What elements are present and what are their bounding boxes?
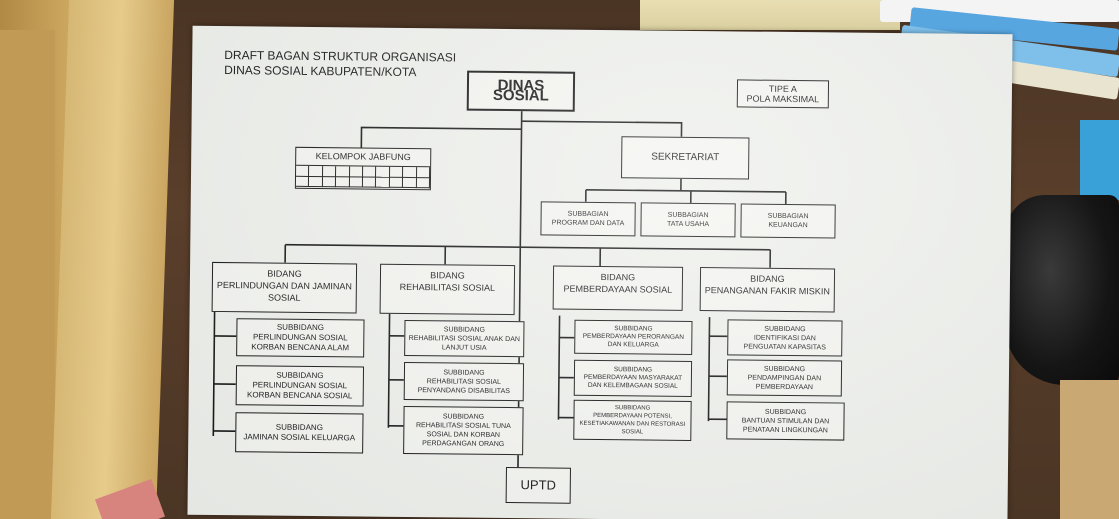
subbidang-bantuan-l3: PENATAAN LINGKUNGAN: [742, 426, 828, 434]
subbidang-disabilitas-l1: SUBBIDANG: [443, 368, 485, 377]
subbidang-pendampingan-box: SUBBIDANG PENDAMPINGAN DAN PEMBERDAYAAN: [726, 359, 843, 397]
subbidang-pendampingan-l3: PEMBERDAYAAN: [755, 383, 814, 391]
jabfung-label: KELOMPOK JABFUNG: [296, 147, 431, 168]
bidang-fakir-miskin-box: BIDANG PENANGANAN FAKIR MISKIN: [699, 267, 836, 313]
uptd-box: UPTD: [505, 467, 571, 504]
subbidang-bencana-sosial-box: SUBBIDANG PERLINDUNGAN SOSIAL KORBAN BEN…: [235, 365, 365, 407]
jabfung-box: KELOMPOK JABFUNG: [294, 146, 432, 191]
bidang-pemberdayaan-l2: PEMBERDAYAAN SOSIAL: [563, 283, 673, 295]
paper-stack-top: [640, 0, 900, 30]
subbidang-bencana-alam-l1: SUBBIDANG: [276, 322, 325, 333]
subbidang-perorangan-l3: DAN KELUARGA: [607, 341, 659, 349]
folder-left-back: [0, 30, 55, 519]
chart-title: DRAFT BAGAN STRUKTUR ORGANISASI DINAS SO…: [224, 48, 456, 80]
subbidang-pendampingan-l1: SUBBIDANG: [763, 365, 806, 373]
jabfung-grid: [295, 165, 431, 189]
subbidang-tuna-sosial-l4: PERDAGANGAN ORANG: [422, 440, 505, 449]
subbidang-bantuan-l1: SUBBIDANG: [764, 408, 807, 416]
uptd-label: UPTD: [520, 477, 557, 493]
subbidang-anak-lansia-l3: LANJUT USIA: [441, 343, 487, 352]
subbidang-bantuan-box: SUBBIDANG BANTUAN STIMULAN DAN PENATAAN …: [726, 401, 845, 441]
cardboard-box: [1060, 380, 1119, 519]
subbidang-tuna-sosial-l1: SUBBIDANG: [442, 413, 485, 421]
sekretariat-box: SEKRETARIAT: [621, 136, 750, 180]
bidang-fakir-miskin-l1: BIDANG: [750, 273, 785, 284]
bidang-perlindungan-box: BIDANG PERLINDUNGAN DAN JAMINAN SOSIAL: [211, 261, 358, 314]
sekretariat-label: SEKRETARIAT: [651, 151, 720, 164]
blue-folder-tab: [1080, 120, 1119, 200]
subbagian-keuangan-box: SUBBAGIAN KEUANGAN: [740, 203, 836, 239]
subbidang-perorangan-box: SUBBIDANG PEMBERDAYAAN PERORANGAN DAN KE…: [574, 319, 693, 355]
subbagian-tatausaha-l1: SUBBAGIAN: [667, 211, 709, 220]
bidang-rehabilitasi-box: BIDANG REHABILITASI SOSIAL: [379, 263, 516, 316]
subbidang-masyarakat-box: SUBBIDANG PEMBERDAYAAN MASYARAKAT DAN KE…: [573, 359, 693, 397]
bidang-rehabilitasi-l2: REHABILITASI SOSIAL: [399, 281, 496, 293]
subbidang-bencana-alam-box: SUBBIDANG PERLINDUNGAN SOSIAL KORBAN BEN…: [236, 318, 365, 358]
subbagian-keuangan-l1: SUBBAGIAN: [767, 212, 809, 221]
subbidang-bencana-sosial-l3: KORBAN BENCANA SOSIAL: [246, 390, 353, 401]
binder-stack-right: [870, 0, 1119, 100]
org-chart-paper: DRAFT BAGAN STRUKTUR ORGANISASI DINAS SO…: [187, 25, 1013, 519]
subbidang-potensi-l4: SOSIAL: [621, 429, 644, 436]
head-label: DINAS SOSIAL: [492, 76, 549, 105]
subbidang-jaminan-box: SUBBIDANG JAMINAN SOSIAL KELUARGA: [235, 412, 364, 454]
bidang-fakir-miskin-l2: PENANGANAN FAKIR MISKIN: [704, 285, 830, 297]
subbidang-tuna-sosial-box: SUBBIDANG REHABILITASI SOSIAL TUNA SOSIA…: [403, 405, 524, 456]
subbagian-program-box: SUBBAGIAN PROGRAM DAN DATA: [540, 201, 636, 237]
subbidang-anak-lansia-box: SUBBIDANG REHABILITASI SOSIAL ANAK DAN L…: [404, 319, 525, 358]
folder-left-front: [50, 0, 175, 519]
subbagian-program-l2: PROGRAM DAN DATA: [551, 219, 625, 228]
chart-title-line2: DINAS SOSIAL KABUPATEN/KOTA: [224, 63, 417, 80]
subbidang-identifikasi-l1: SUBBIDANG: [764, 325, 806, 333]
bidang-pemberdayaan-box: BIDANG PEMBERDAYAAN SOSIAL: [552, 265, 684, 311]
bidang-rehabilitasi-l1: BIDANG: [430, 270, 465, 281]
subbidang-jaminan-l1: SUBBIDANG: [275, 422, 323, 433]
black-plastic-bag: [1005, 195, 1119, 385]
subbagian-tatausaha-l2: TATA USAHA: [666, 220, 710, 229]
subbagian-program-l1: SUBBAGIAN: [567, 210, 609, 219]
subbidang-disabilitas-l3: PENYANDANG DISABILITAS: [417, 386, 510, 395]
bidang-perlindungan-l2: PERLINDUNGAN DAN JAMINAN: [216, 279, 352, 292]
bidang-perlindungan-l1: BIDANG: [267, 268, 302, 279]
type-box: TIPE A POLA MAKSIMAL: [736, 79, 830, 109]
subbidang-anak-lansia-l1: SUBBIDANG: [443, 325, 486, 334]
subbidang-disabilitas-box: SUBBIDANG REHABILITASI SOSIAL PENYANDANG…: [403, 361, 525, 402]
subbidang-bencana-sosial-l1: SUBBIDANG: [276, 370, 324, 381]
subbagian-tatausaha-box: SUBBAGIAN TATA USAHA: [640, 202, 736, 238]
subbidang-identifikasi-box: SUBBIDANG IDENTIFIKASI DAN PENGUATAN KAP…: [727, 319, 843, 357]
subbidang-potensi-box: SUBBIDANG PEMBERDAYAAN POTENSI, KESETIAK…: [573, 399, 692, 441]
subbagian-keuangan-l2: KEUANGAN: [768, 221, 808, 230]
bidang-perlindungan-l3: SOSIAL: [267, 292, 301, 303]
subbidang-identifikasi-l3: PENGUATAN KAPASITAS: [743, 343, 826, 351]
type-line2: POLA MAKSIMAL: [746, 93, 820, 105]
bidang-pemberdayaan-l1: BIDANG: [600, 272, 636, 283]
type-line1: TIPE A: [768, 83, 798, 95]
subbidang-masyarakat-l3: DAN KELEMBAGAAN SOSIAL: [587, 381, 678, 390]
subbidang-bencana-alam-l3: KORBAN BENCANA ALAM: [251, 342, 350, 353]
subbidang-jaminan-l2: JAMINAN SOSIAL KELUARGA: [243, 432, 356, 443]
head-box: DINAS SOSIAL: [466, 70, 576, 112]
